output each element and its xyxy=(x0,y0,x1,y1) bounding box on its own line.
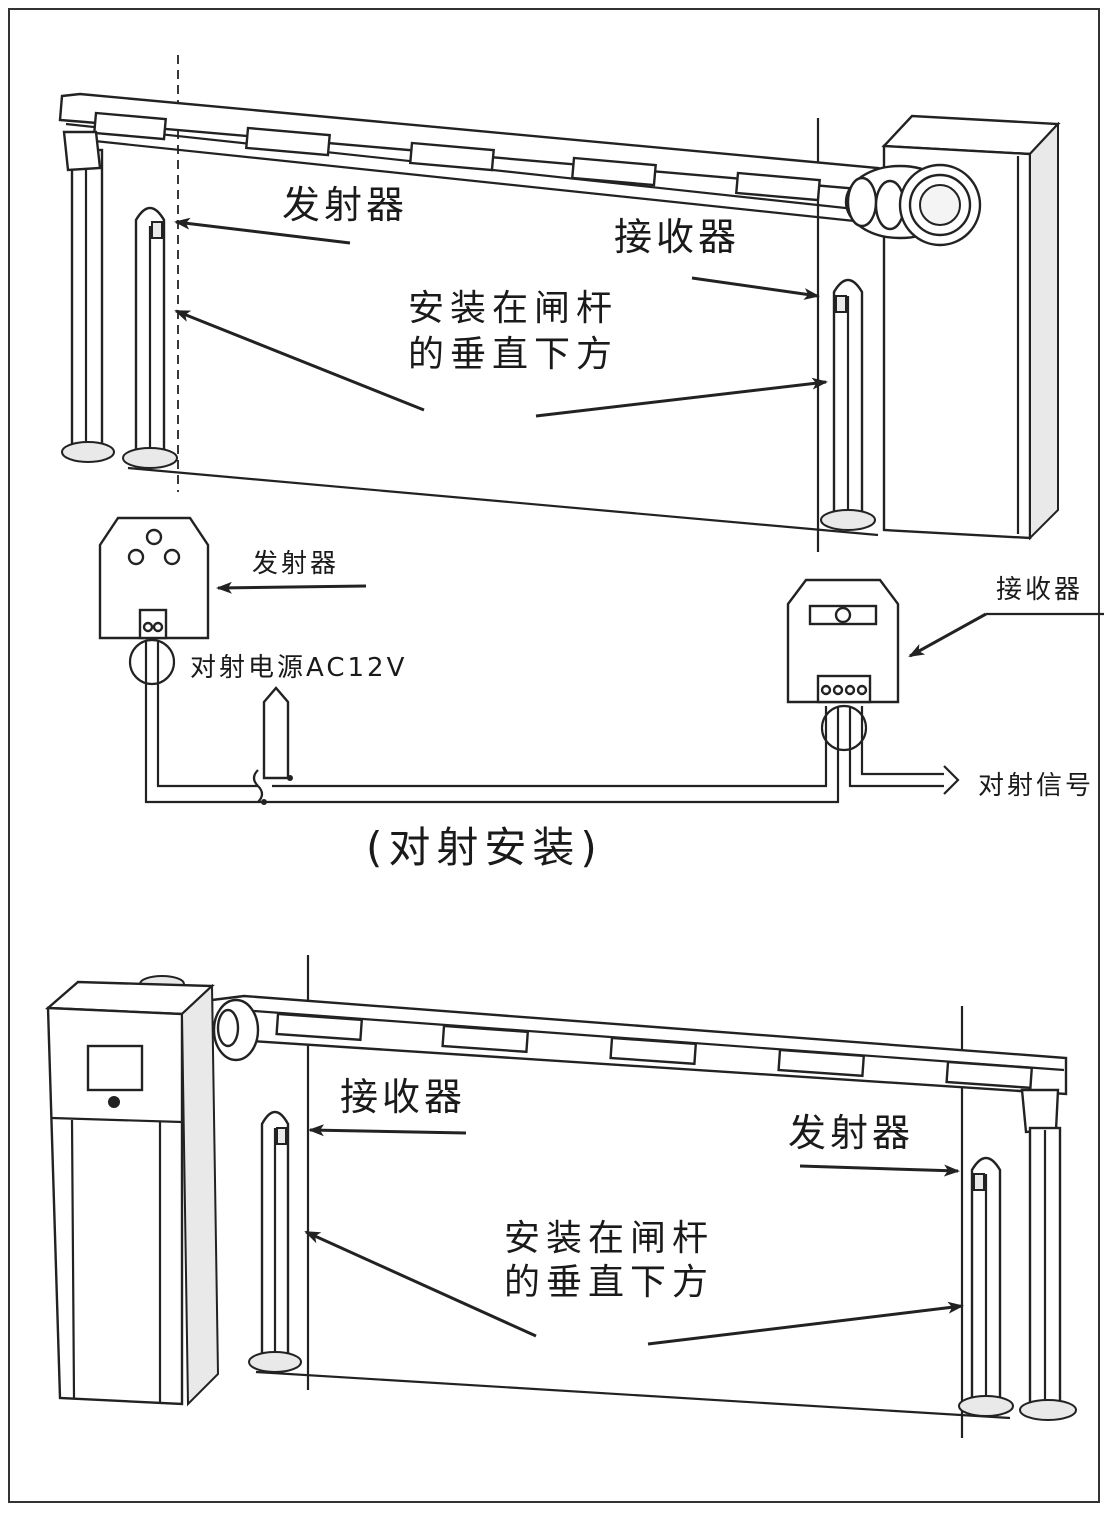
ground-line-top xyxy=(127,466,879,537)
arrow-to-receiver-top xyxy=(691,276,820,300)
gate-cabinet-top xyxy=(881,114,1061,541)
receiver-pole-bottom xyxy=(248,1110,302,1373)
transmitter-cable-grommet xyxy=(128,638,176,686)
arrow-to-receiver-box xyxy=(908,612,987,658)
receiver-cable-grommet xyxy=(820,704,868,752)
receiver-label-bottom: 接收器 xyxy=(340,1075,466,1119)
transmitter-label-bottom: 发射器 xyxy=(788,1111,914,1155)
receiver-box xyxy=(786,578,900,704)
motor-hub-top xyxy=(844,163,982,247)
transmitter-label-top: 发射器 xyxy=(282,183,408,227)
arm-support-post-bottom xyxy=(1019,1088,1077,1421)
arrow-note-right-bottom xyxy=(647,1301,964,1346)
transmitter-box xyxy=(98,516,210,640)
install-note-top-line2: 的垂直下方 xyxy=(408,334,618,375)
receiver-label-wiring: 接收器 xyxy=(996,575,1083,605)
barrier-arm-top xyxy=(58,92,880,224)
ground-line-bottom xyxy=(255,1370,1011,1420)
transmitter-pole-top xyxy=(122,206,178,469)
power-inlet-post xyxy=(262,686,290,780)
transmitter-label-wiring: 发射器 xyxy=(252,549,339,579)
arrow-to-transmitter-bottom xyxy=(799,1164,960,1177)
install-note-top-line1: 安装在闸杆 xyxy=(408,288,618,329)
install-note-bottom-line1: 安装在闸杆 xyxy=(504,1218,714,1259)
signal-label: 对射信号 xyxy=(978,771,1094,801)
receiver-label-top: 接收器 xyxy=(614,215,740,259)
page-frame xyxy=(8,8,1100,1503)
arrow-note-right-top xyxy=(535,377,828,418)
arrow-to-transmitter-box xyxy=(216,581,367,594)
install-note-bottom-line2: 的垂直下方 xyxy=(504,1262,714,1303)
receiver-pole-top xyxy=(820,278,876,531)
arrow-to-transmitter-top xyxy=(174,217,351,245)
top-barrier-scene: 发射器 接收器 安装在闸杆 的垂直下方 xyxy=(58,55,1061,552)
gate-cabinet-bottom xyxy=(44,980,220,1407)
arrow-to-receiver-bottom xyxy=(308,1124,467,1137)
arm-support-post-top xyxy=(61,130,115,463)
arrow-note-left-top xyxy=(174,309,425,412)
wiring-diagram: 发射器 接收器 对射电源AC12V 对射信号 xyxy=(98,516,1104,805)
transmitter-pole-bottom xyxy=(958,1156,1014,1417)
wiring-lines xyxy=(144,640,960,805)
power-label: 对射电源AC12V xyxy=(190,653,407,683)
caption: (对射安装) xyxy=(366,823,603,872)
arrow-note-left-bottom xyxy=(304,1230,537,1338)
bottom-barrier-scene: 接收器 发射器 安装在闸杆 的垂直下方 xyxy=(44,955,1077,1438)
